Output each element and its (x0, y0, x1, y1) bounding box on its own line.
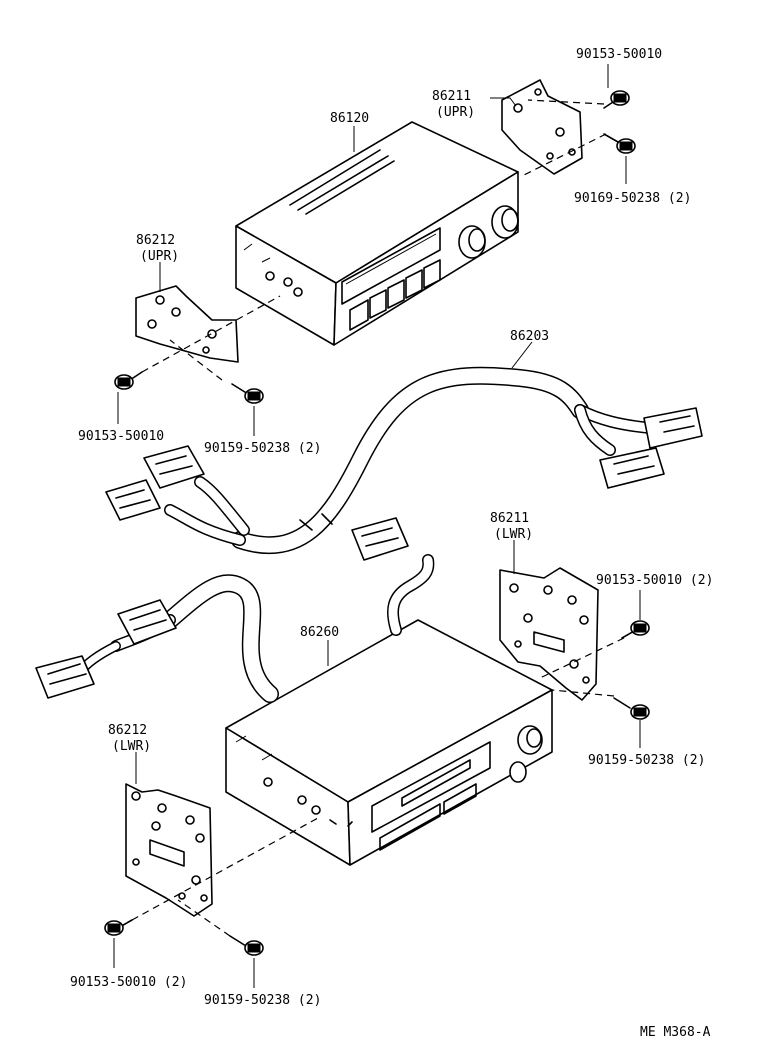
tape-player-lower (225, 619, 553, 866)
label-lwr-right-bolt: 90153-50010 (2) (596, 573, 713, 588)
label-upr-right-screw: 90169-50238 (2) (574, 191, 691, 206)
bolt-lwr-left (104, 919, 133, 936)
label-bracket-l-lwr-position: (LWR) (112, 739, 151, 754)
assembly-lines (131, 99, 625, 937)
label-upr-left-screw: 90159-50238 (2) (204, 441, 321, 456)
screw-lwr-right (613, 697, 650, 720)
label-lwr-right-screw: 90159-50238 (2) (588, 753, 705, 768)
label-bracket-r-upr-number: 86211 (432, 89, 471, 104)
leader-lines (113, 64, 641, 988)
label-bracket-r-lwr-position: (LWR) (494, 527, 533, 542)
screw-upr-right (603, 133, 636, 154)
bracket-right-lower (499, 567, 599, 701)
bracket-left-upper (135, 285, 239, 363)
label-upr-right-bolt: 90153-50010 (576, 47, 662, 62)
screw-lwr-left (229, 935, 264, 956)
label-bracket-l-lwr-number: 86212 (108, 723, 147, 738)
label-upr-left-bolt: 90153-50010 (78, 429, 164, 444)
bracket-right-upper (501, 79, 583, 175)
label-bracket-l-upr-number: 86212 (136, 233, 175, 248)
label-bracket-r-lwr-number: 86211 (490, 511, 529, 526)
label-radio-upper: 86120 (330, 111, 369, 126)
label-tape-player: 86260 (300, 625, 339, 640)
label-wire-harness: 86203 (510, 329, 549, 344)
figure-code: ME M368-A (640, 1025, 711, 1040)
screw-upr-left (231, 383, 264, 404)
bolt-upr-right (603, 90, 630, 109)
bolt-upr-left (114, 371, 143, 390)
label-bracket-l-upr-position: (UPR) (140, 249, 179, 264)
label-bracket-r-upr-position: (UPR) (436, 105, 475, 120)
radio-receiver-upper (235, 121, 519, 346)
label-lwr-left-screw: 90159-50238 (2) (204, 993, 321, 1008)
labels: 86120 86211 (UPR) 90153-50010 90169-5023… (70, 47, 713, 1040)
bracket-left-lower (125, 783, 213, 917)
tape-harness (35, 517, 435, 703)
bolt-lwr-right (621, 620, 650, 639)
wire-harness (105, 366, 703, 555)
label-lwr-left-bolt: 90153-50010 (2) (70, 975, 187, 990)
